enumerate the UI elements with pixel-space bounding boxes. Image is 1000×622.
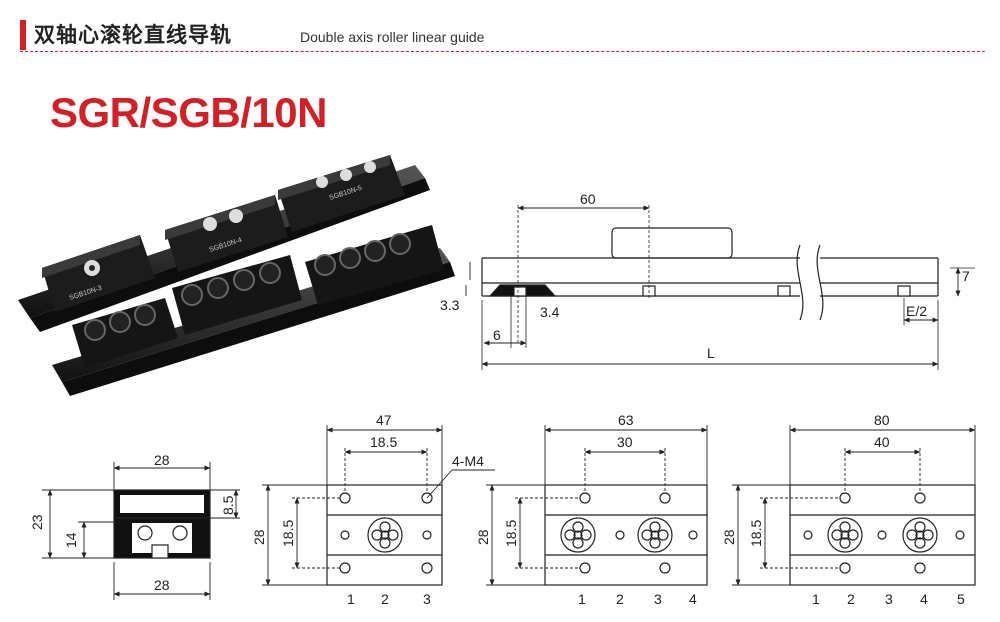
side-view-drawing [465,205,975,370]
pos-label: 2 [616,591,624,607]
pos-label: 5 [957,591,965,607]
dim-6: 6 [493,327,501,343]
side-view-labels: 60 7 3.3 3.4 6 E/2 L [440,191,970,361]
pos-label: 4 [920,591,928,607]
thread-spec: 4-M4 [452,453,484,469]
dim-top-28: 28 [154,452,170,468]
dim-18-5: 18.5 [370,434,397,450]
cross-section-drawing [42,462,240,600]
product-photo: SGB10N-3 SGB10N-4 SGB10N-5 [18,155,455,396]
plate-4-drawing [486,425,708,586]
dim-18-5-v: 18.5 [280,520,296,547]
carriage-5: SGB10N-5 [278,155,405,232]
pos-label: 4 [689,591,697,607]
dim-length: L [707,345,715,361]
roller-block [172,255,302,335]
dim-pitch: 60 [580,191,596,207]
plate-3-labels: 47 18.5 4-M4 28 18.5 1 2 3 [251,412,484,607]
dim-30: 30 [617,434,633,450]
plate-5-drawing [732,425,976,586]
pos-label: 3 [885,591,893,607]
header-title-en: Double axis roller linear guide [300,29,485,45]
header-title-cn: 双轴心滚轮直线导轨 [34,23,232,47]
dim-28: 28 [251,529,267,545]
dim-80: 80 [874,412,890,428]
pos-label: 3 [654,591,662,607]
dim-28: 28 [721,529,737,545]
cross-section-labels: 28 28 23 14 8.5 [29,452,236,593]
pos-label: 3 [423,591,431,607]
header-divider [20,51,985,52]
plate-3-drawing [262,425,495,586]
dim-47: 47 [376,412,392,428]
pos-label: 1 [812,591,820,607]
pos-label: 2 [847,591,855,607]
dim-23: 23 [29,514,45,530]
plate-5-labels: 80 40 28 18.5 1 2 3 4 5 [721,412,965,607]
dim-40: 40 [874,434,890,450]
dim-18-5-v: 18.5 [503,520,519,547]
pos-label: 1 [578,591,586,607]
roller-block [72,298,178,368]
dim-8-5: 8.5 [220,495,236,515]
plate-4-labels: 63 30 28 18.5 1 2 3 4 [475,412,697,607]
dim-e-half: E/2 [906,303,927,319]
dim-63: 63 [618,412,634,428]
model-title: SGR/SGB/10N [50,89,327,136]
dim-7: 7 [962,268,970,284]
carriage-3: SGB10N-3 [42,235,155,312]
dim-28: 28 [475,529,491,545]
pos-label: 1 [347,591,355,607]
carriage-4: SGB10N-4 [165,195,288,272]
dim-3-4: 3.4 [540,304,560,320]
dim-bottom-28: 28 [154,577,170,593]
pos-label: 2 [381,591,389,607]
header-accent-bar [20,20,26,50]
dim-3-3: 3.3 [440,297,460,313]
roller-block [305,225,444,305]
dim-14: 14 [63,532,79,548]
dim-18-5-v: 18.5 [748,520,764,547]
